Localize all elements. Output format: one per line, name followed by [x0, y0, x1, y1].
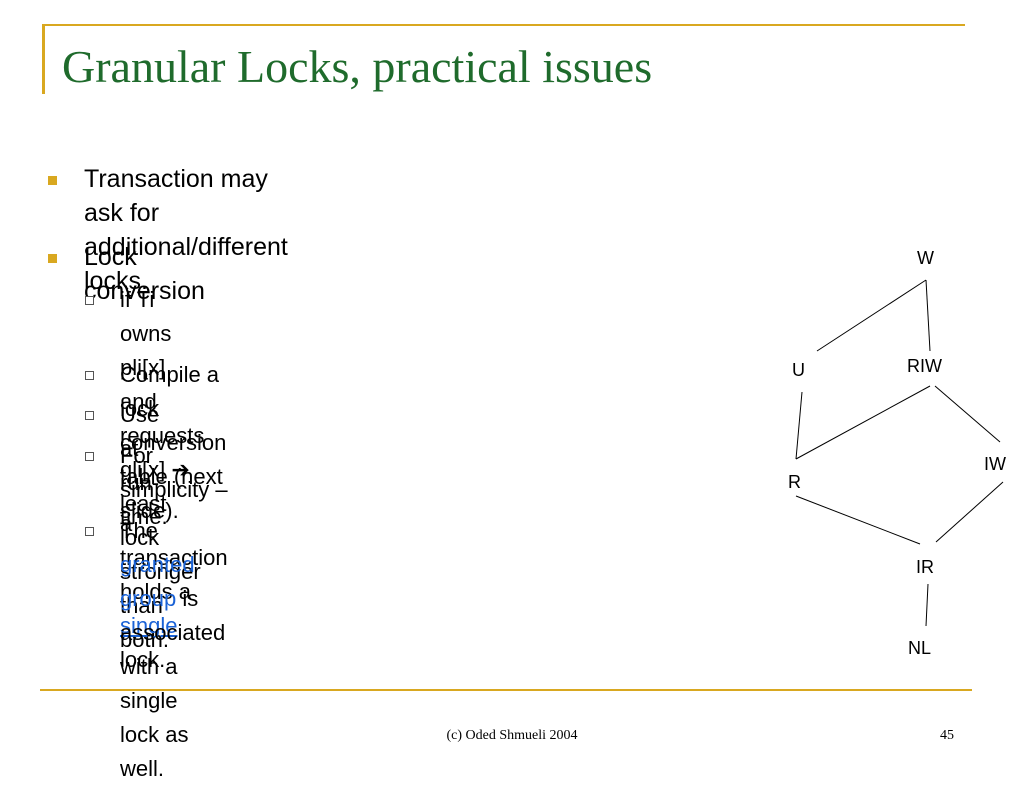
sub-bullet-item: if Ti owns pli[x] and requests qli[x] ➔ …: [85, 283, 205, 657]
sub-bullet-text: lock.: [120, 647, 166, 672]
hollow-square-bullet-icon: [85, 452, 94, 461]
granted-group-highlight: granted group: [120, 552, 195, 611]
bullet-item: Transaction may ask for additional/diffe…: [48, 162, 288, 298]
bullet-text: locks.: [84, 267, 148, 295]
footer-copyright: (c) Oded Shmueli 2004: [446, 728, 578, 743]
hollow-square-bullet-icon: [85, 527, 94, 536]
slide-title: Granular Locks, practical issues: [62, 41, 653, 92]
node-u: U: [792, 360, 805, 380]
single-link[interactable]: single: [120, 613, 178, 638]
sub-bullet-text: stronger than both.: [120, 559, 201, 652]
bullet-item: Lock conversion: [48, 240, 205, 308]
hollow-square-bullet-icon: [85, 371, 94, 380]
node-r: R: [788, 472, 801, 492]
edge-w-u: [816, 279, 927, 352]
square-bullet-icon: [48, 176, 57, 185]
hollow-square-bullet-icon: [85, 296, 94, 305]
lock-lattice-diagram: W U RIW R IW IR NL: [788, 248, 1006, 658]
sub-bullet-item: Use at run-time.: [85, 398, 168, 534]
edge-u-r: [795, 391, 803, 460]
node-w: W: [917, 248, 934, 268]
bullet-text: Lock conversion: [84, 243, 205, 305]
page-number: 45: [940, 728, 954, 743]
title-accent-bar: [42, 24, 45, 94]
bottom-divider: [40, 689, 972, 691]
top-divider: [42, 24, 965, 26]
sub-bullet-text: The: [120, 518, 158, 543]
sub-bullet-text: is associated with a single: [120, 586, 226, 713]
edge-r-ir: [795, 495, 921, 545]
sub-bullet-text: For simplicity – a transaction holds a: [120, 443, 228, 604]
square-bullet-icon: [48, 254, 57, 263]
sub-bullet-item: For simplicity – a transaction holds a s…: [85, 439, 228, 677]
node-riw: RIW: [907, 356, 942, 376]
bullet-text: Transaction may ask for additional/diffe…: [84, 165, 288, 261]
sub-bullet-text: if Ti owns pli[x] and requests qli[x]: [120, 287, 205, 482]
sub-bullet-text: Use at run-time.: [120, 402, 168, 529]
sub-bullet-text: least lock: [120, 491, 167, 550]
sub-bullet-item: Compile a lock conversion table (next sl…: [85, 358, 227, 528]
node-nl: NL: [908, 638, 931, 658]
edge-ir-nl: [925, 583, 929, 627]
edge-riw-r: [795, 385, 931, 460]
node-iw: IW: [984, 454, 1006, 474]
arrow-right-icon: ➔: [171, 457, 190, 482]
sub-bullet-text: Compile a lock conversion table (next sl…: [120, 362, 227, 523]
edge-riw-iw: [934, 385, 1001, 443]
hollow-square-bullet-icon: [85, 411, 94, 420]
node-ir: IR: [916, 557, 934, 577]
edge-w-riw: [925, 279, 931, 352]
edge-iw-ir: [935, 481, 1004, 543]
